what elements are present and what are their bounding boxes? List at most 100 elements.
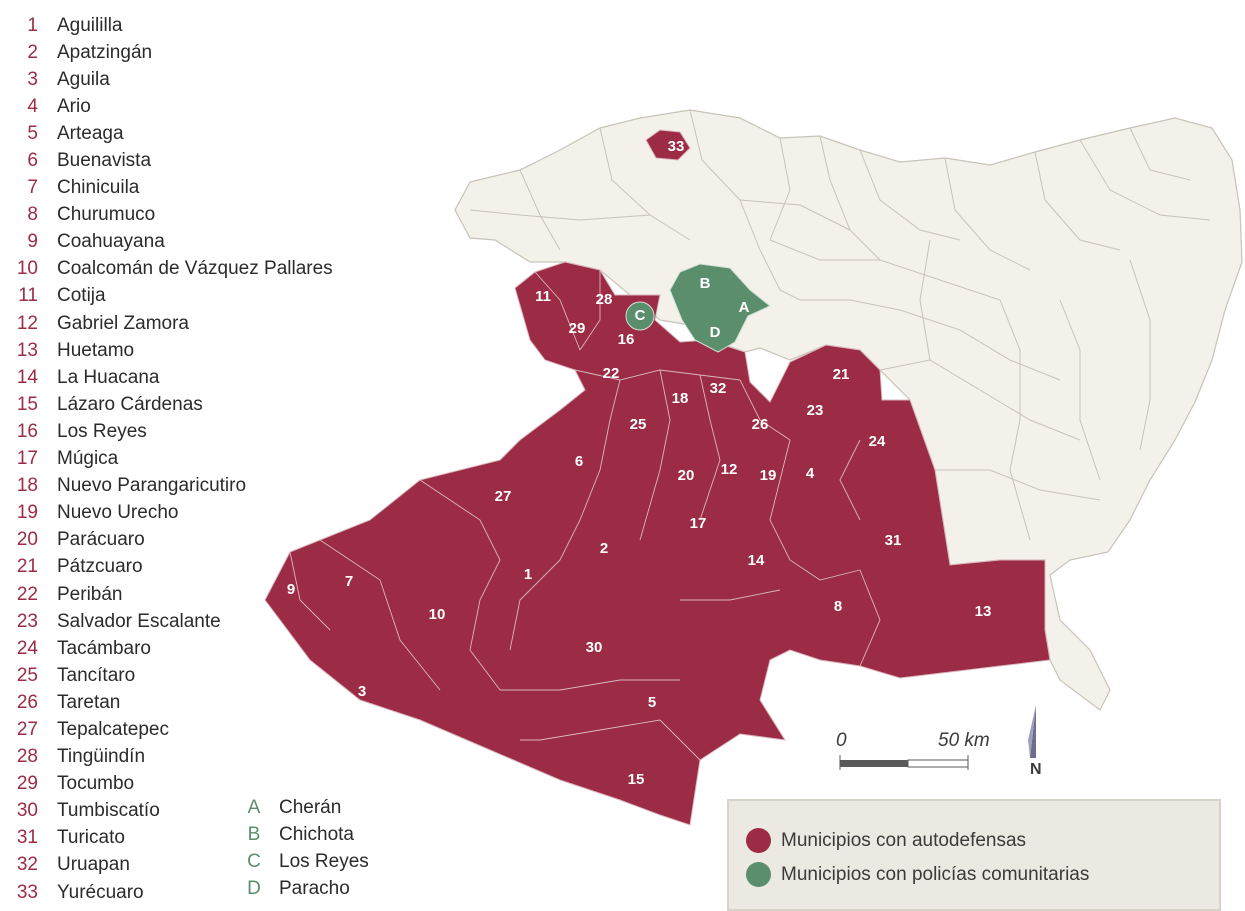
municipio-number: 28	[16, 746, 38, 768]
map-label-28: 28	[596, 291, 613, 308]
comunitaria-name: Los Reyes	[279, 850, 369, 872]
municipio-number: 6	[27, 150, 38, 172]
comunitaria-letter: B	[247, 823, 261, 845]
municipio-name: Taretan	[57, 691, 121, 713]
red-internal-borders	[289, 270, 881, 761]
municipio-number: 16	[16, 420, 38, 442]
north-label: N	[1030, 761, 1042, 778]
municipio-number: 3	[27, 68, 38, 90]
map-label-5: 5	[648, 694, 656, 711]
map-label-22: 22	[603, 365, 620, 382]
map-label-33: 33	[668, 138, 685, 155]
map-label-31: 31	[885, 532, 902, 549]
municipio-name: Churumuco	[57, 204, 156, 226]
map-label-6: 6	[575, 453, 583, 470]
municipio-name: Aguila	[57, 68, 110, 90]
municipio-name: Tingüindín	[57, 746, 146, 768]
comunitarias-los-reyes	[625, 301, 655, 331]
municipio-number: 29	[16, 773, 38, 795]
legend-item-autodefensas: Municipios con autodefensas	[746, 828, 1026, 853]
map-label-30: 30	[586, 639, 603, 656]
map-label-16: 16	[618, 331, 635, 348]
comunitaria-name: Cherán	[279, 796, 342, 818]
municipio-name: Los Reyes	[57, 420, 147, 442]
municipio-number: 4	[27, 95, 38, 117]
municipio-number: 26	[16, 691, 38, 713]
municipio-name: Apatzingán	[57, 41, 153, 63]
map-label-12: 12	[721, 461, 738, 478]
municipio-item: 8 Churumuco	[8, 202, 333, 229]
municipio-number: 7	[27, 177, 38, 199]
scale-bar	[839, 755, 969, 770]
municipio-name: Yurécuaro	[57, 881, 144, 903]
map-label-10: 10	[429, 606, 446, 623]
municipio-name: Huetamo	[57, 339, 135, 361]
municipio-name: Tocumbo	[57, 773, 135, 795]
map-label-4: 4	[806, 465, 815, 482]
north-arrow-icon	[1028, 705, 1036, 758]
map-label-9: 9	[287, 581, 295, 598]
municipio-number: 2	[27, 41, 38, 63]
municipio-number: 24	[16, 637, 38, 659]
map-label-2: 2	[600, 540, 608, 557]
map-label-C: C	[635, 307, 646, 324]
map-label-15: 15	[628, 771, 645, 788]
municipio-number: 14	[16, 366, 38, 388]
red-dot-icon	[746, 828, 771, 853]
comunitaria-letter: D	[247, 877, 261, 899]
municipio-name: Pátzcuaro	[57, 556, 143, 578]
yurecuaro-region	[645, 129, 691, 161]
municipio-name: Turicato	[57, 827, 125, 849]
map-label-26: 26	[752, 416, 769, 433]
municipio-number: 10	[16, 258, 38, 280]
municipio-number: 30	[16, 800, 38, 822]
comunitaria-letter: A	[247, 796, 261, 818]
map-label-25: 25	[630, 416, 647, 433]
map-label-7: 7	[345, 573, 353, 590]
municipio-item: 27 Tepalcatepec	[8, 716, 333, 743]
municipio-number: 8	[27, 204, 38, 226]
map-label-20: 20	[678, 467, 695, 484]
legend-item-policias: Municipios con policías comunitarias	[746, 862, 1089, 887]
legend-label-autodefensas: Municipios con autodefensas	[781, 829, 1027, 851]
municipio-item: 30 Tumbiscatío	[8, 798, 333, 825]
municipio-name: Tancítaro	[57, 664, 136, 686]
municipio-number: 12	[16, 312, 38, 334]
map-label-29: 29	[569, 320, 586, 337]
municipio-name: Arteaga	[57, 122, 124, 144]
map-label-23: 23	[807, 402, 824, 419]
municipio-number: 27	[16, 718, 38, 740]
municipio-number: 25	[16, 664, 38, 686]
map-label-17: 17	[690, 515, 707, 532]
municipio-number: 33	[16, 881, 38, 903]
map-label-13: 13	[975, 603, 992, 620]
municipio-number: 22	[16, 583, 38, 605]
internal-borders	[469, 109, 1211, 541]
municipio-name: Coalcomán de Vázquez Pallares	[57, 258, 333, 280]
municipio-number: 19	[16, 502, 38, 524]
map-label-21: 21	[833, 366, 850, 383]
map-label-32: 32	[710, 380, 727, 397]
map-label-18: 18	[672, 390, 689, 407]
municipio-name: Tepalcatepec	[57, 718, 169, 740]
municipio-item: 29 Tocumbo	[8, 771, 333, 798]
municipio-name: Tumbiscatío	[57, 800, 160, 822]
municipio-number: 18	[16, 475, 38, 497]
map-label-1: 1	[524, 566, 532, 583]
